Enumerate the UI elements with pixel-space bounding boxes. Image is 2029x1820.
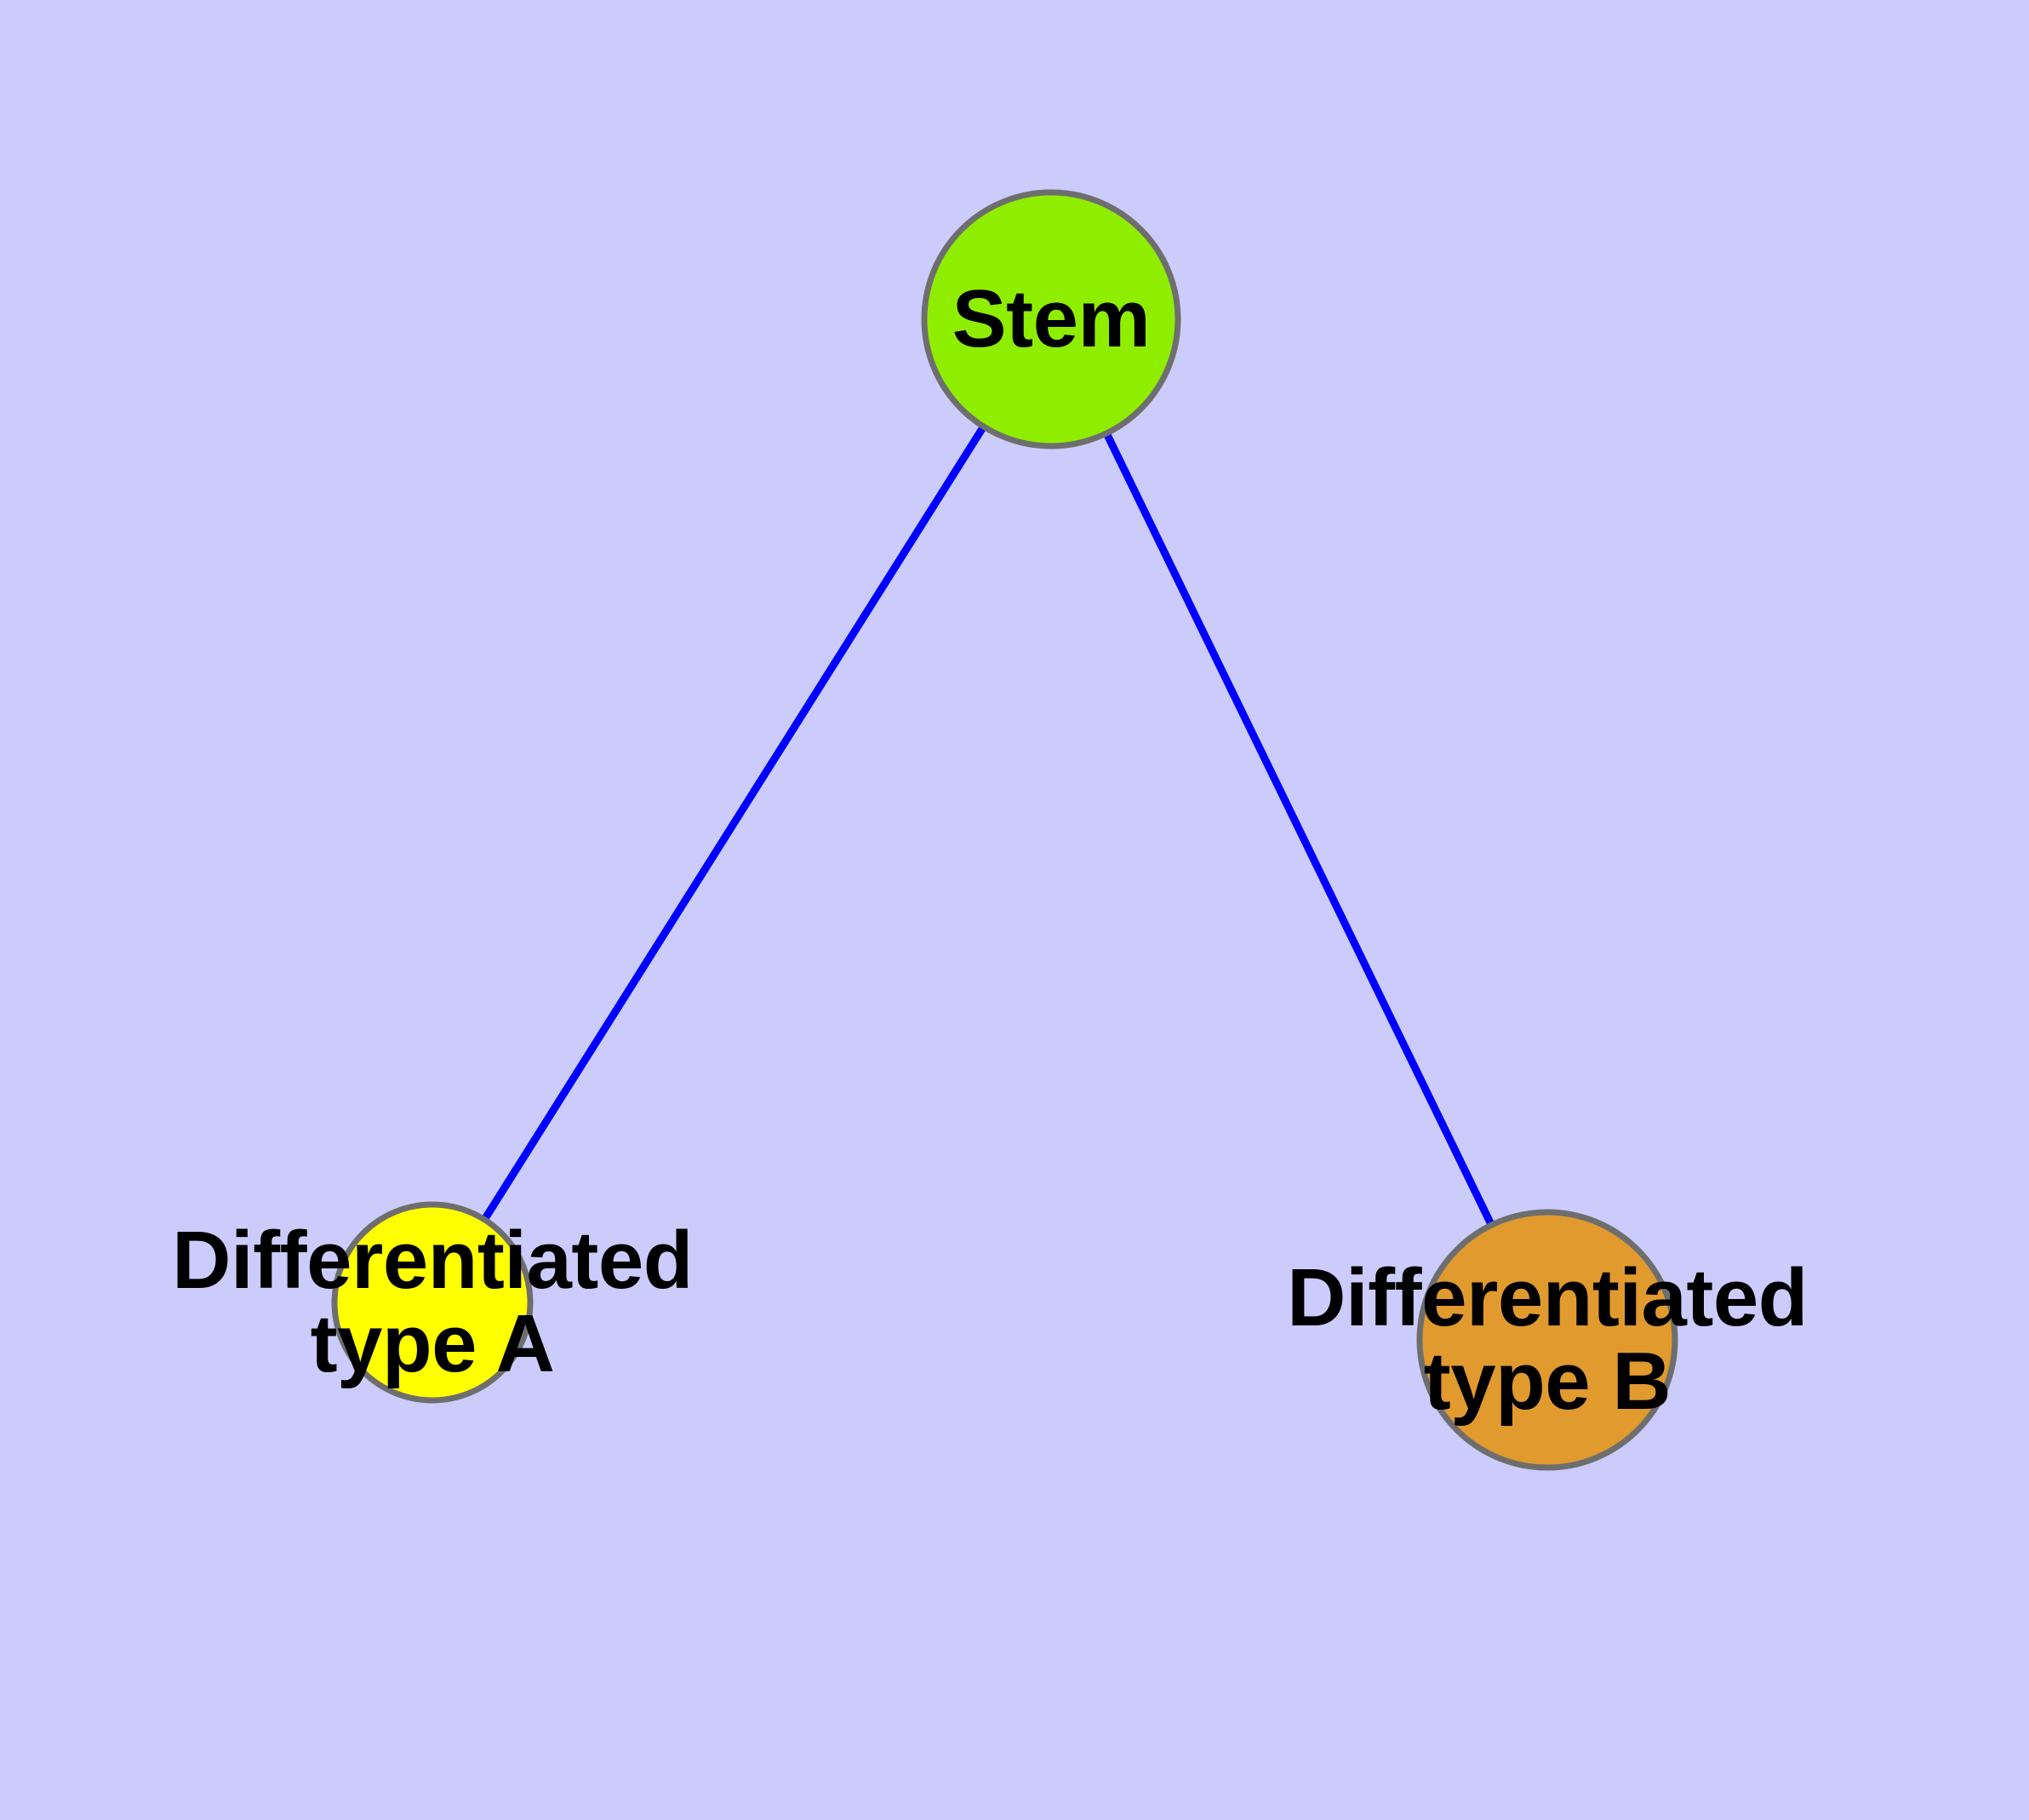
edge-stem-to-diff-a[interactable]: [429, 317, 1055, 1305]
edges-layer: [429, 317, 1552, 1342]
node-stem[interactable]: [921, 189, 1181, 449]
edge-stem-to-diff-b[interactable]: [1047, 318, 1552, 1342]
node-differentiated-type-a[interactable]: [331, 1201, 534, 1404]
nodes-layer: [331, 189, 1678, 1471]
node-differentiated-type-b[interactable]: [1416, 1209, 1678, 1471]
